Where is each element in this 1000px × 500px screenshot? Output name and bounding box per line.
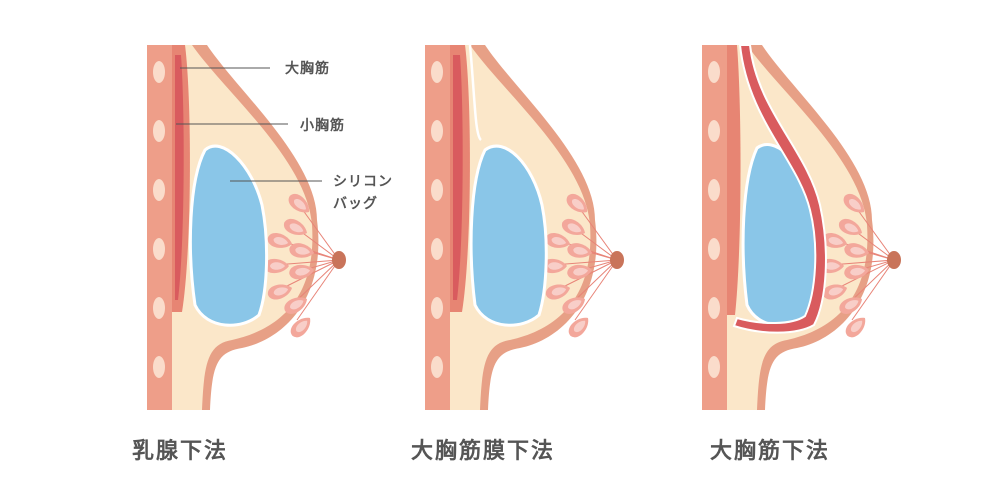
fascia-line [468,44,483,141]
callouts: 大胸筋 小胸筋 シリコン バッグ [176,60,393,212]
label-pec-major: 大胸筋 [285,60,330,77]
diagram-label-submuscular: 大胸筋下法 [709,439,830,464]
pec-minor-muscle [453,55,463,300]
pec-minor-muscle [175,55,184,300]
diagram-subglandular [147,45,346,410]
label-implant-line1: シリコン [333,174,393,190]
label-pec-minor: 小胸筋 [300,117,345,134]
diagram-subfascial [425,45,624,410]
diagram-label-subglandular: 乳腺下法 [131,439,228,464]
diagram-label-subfascial: 大胸筋膜下法 [410,439,555,464]
pec-major-muscle [732,44,827,334]
silicone-implant [469,144,548,327]
pec-minor-muscle [727,45,741,315]
label-implant-line2: バッグ [333,195,378,212]
diagram-submuscular [702,44,901,410]
silicone-implant [188,144,269,327]
